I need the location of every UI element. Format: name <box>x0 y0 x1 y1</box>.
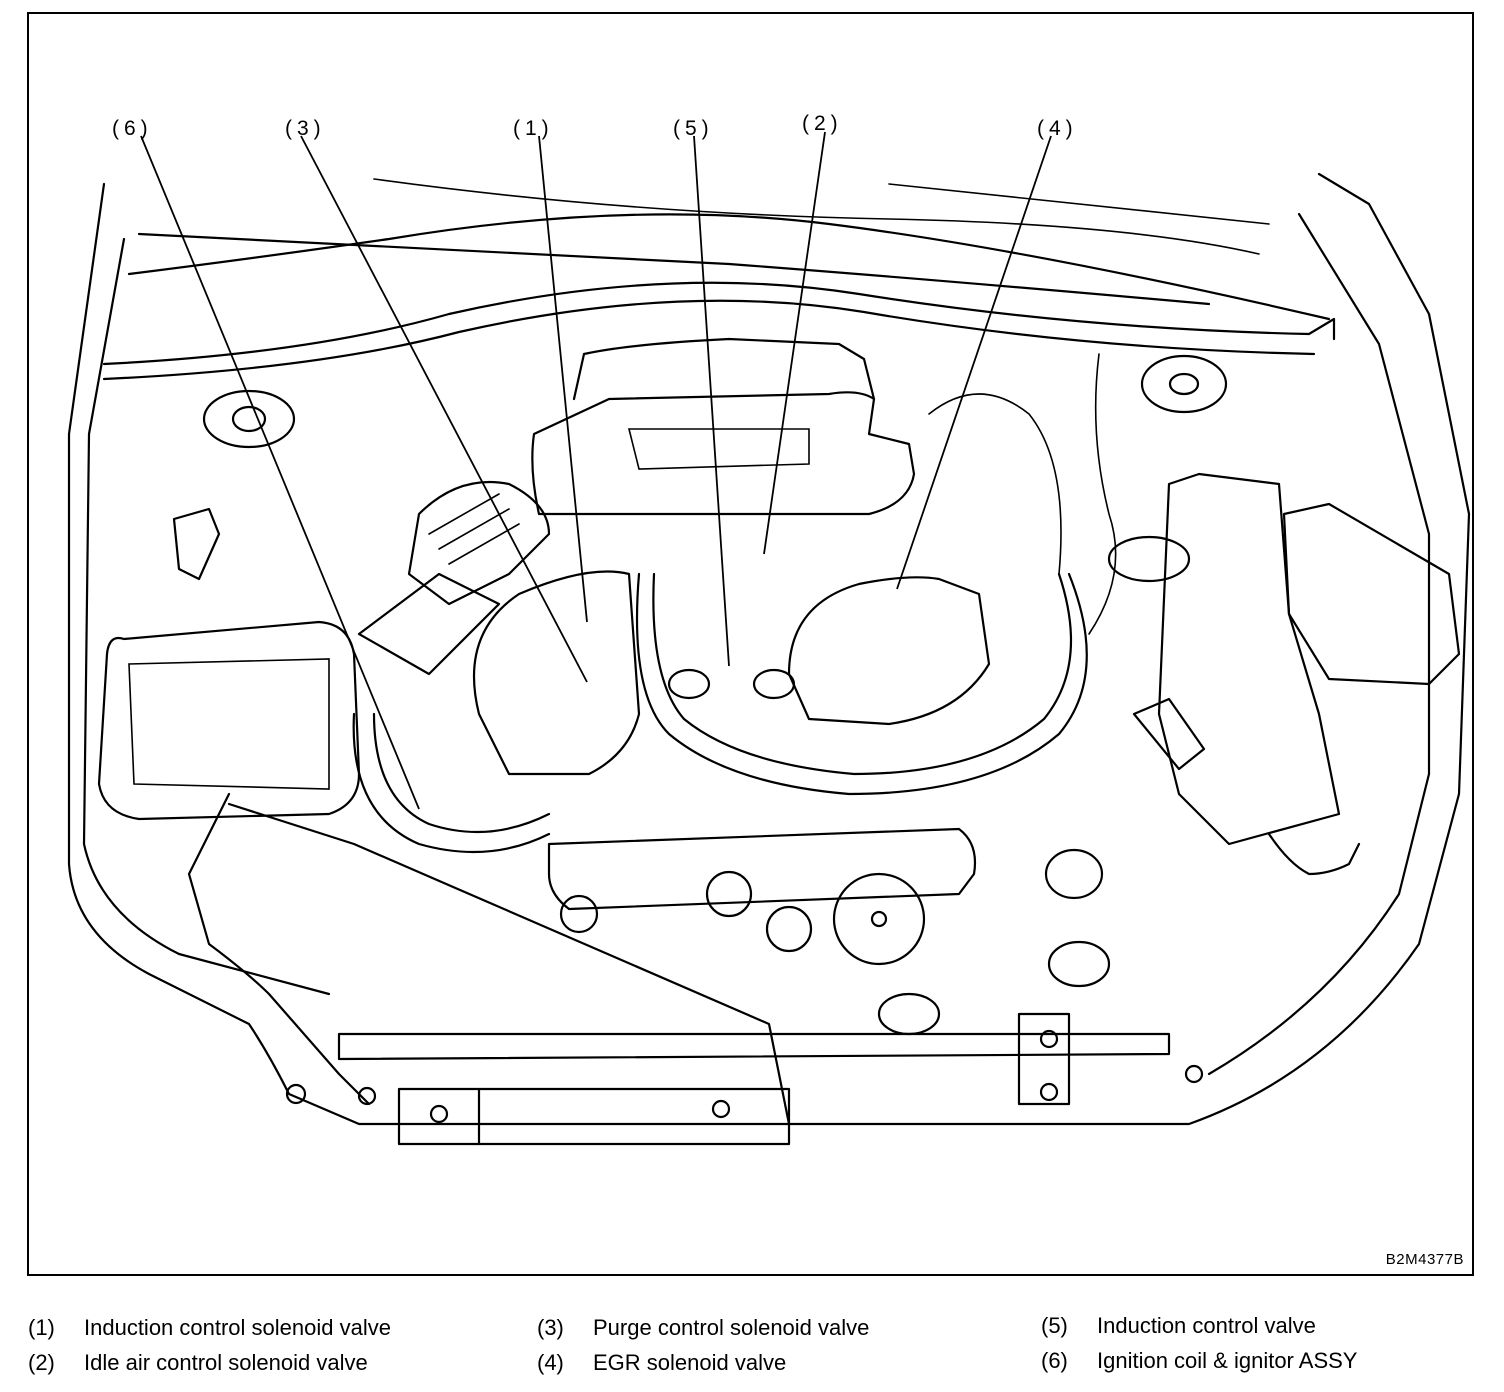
figure-frame: (6) (3) (1) (5) (2) (4) B2M4377B <box>27 12 1474 1276</box>
legend-item-6: (6) Ignition coil & ignitor ASSY <box>1041 1348 1357 1374</box>
legend-num: (3) <box>537 1315 564 1340</box>
legend: (1) Induction control solenoid valve (2) I… <box>0 1300 1504 1392</box>
legend-num: (4) <box>537 1350 564 1375</box>
callout-4: (4) <box>1037 117 1078 140</box>
figure-code: B2M4377B <box>1385 1251 1464 1268</box>
legend-item-5: (5) Induction control valve <box>1041 1313 1316 1339</box>
legend-text: Ignition coil & ignitor ASSY <box>1097 1348 1358 1373</box>
legend-num: (2) <box>28 1350 55 1375</box>
legend-num: (6) <box>1041 1348 1068 1373</box>
legend-text: Induction control valve <box>1097 1313 1316 1338</box>
legend-text: Idle air control solenoid valve <box>84 1350 368 1375</box>
callout-2: (2) <box>802 112 843 135</box>
callout-5: (5) <box>673 117 714 140</box>
legend-text: EGR solenoid valve <box>593 1350 787 1375</box>
callout-3: (3) <box>285 117 326 140</box>
legend-item-3: (3) Purge control solenoid valve <box>537 1315 869 1341</box>
legend-item-2: (2) Idle air control solenoid valve <box>28 1350 368 1376</box>
legend-num: (1) <box>28 1315 55 1340</box>
legend-text: Induction control solenoid valve <box>84 1315 391 1340</box>
engine-bay-drawing <box>67 131 1471 1146</box>
legend-num: (5) <box>1041 1313 1068 1338</box>
legend-item-1: (1) Induction control solenoid valve <box>28 1315 391 1341</box>
legend-item-4: (4) EGR solenoid valve <box>537 1350 786 1376</box>
callout-1: (1) <box>513 117 554 140</box>
callout-6: (6) <box>112 117 153 140</box>
legend-text: Purge control solenoid valve <box>593 1315 870 1340</box>
